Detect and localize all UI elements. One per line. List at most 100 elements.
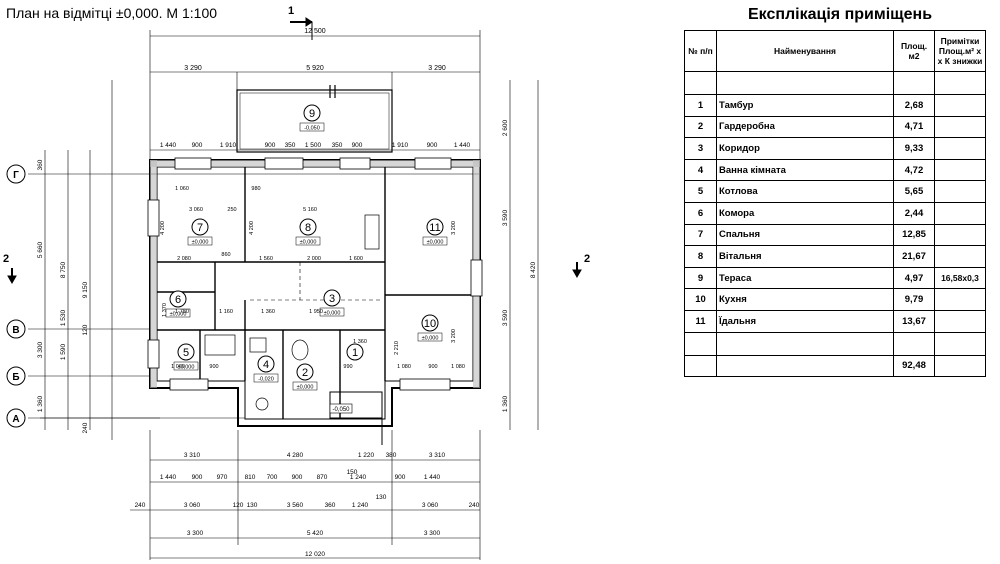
top-dimension-lines xyxy=(149,30,481,160)
legend-header-note: Примітки Площ.м² х х К знижки xyxy=(934,30,986,72)
legend-blank-row xyxy=(684,71,986,95)
dim-bottom-2: 1 440 xyxy=(160,474,177,481)
dim-bottom-2: 900 xyxy=(292,474,303,481)
dim-top-total: 12 500 xyxy=(304,28,326,35)
axis-label-a: А xyxy=(12,414,19,425)
dim-inner: 1 080 xyxy=(397,364,411,370)
dim-inner: 3 060 xyxy=(189,207,203,213)
legend-cell-num: 7 xyxy=(684,223,717,247)
dim-bottom-small: 130 xyxy=(376,494,387,501)
legend-cell-note xyxy=(934,223,986,247)
legend-cell-name: Ванна кімната xyxy=(716,158,894,182)
dim-bottom-3: 120 xyxy=(233,502,244,509)
legend-cell-note xyxy=(934,137,986,160)
dim-bottom-3: 360 xyxy=(325,502,336,509)
dim-top-opening: 900 xyxy=(265,142,276,149)
dim-left: 1 360 xyxy=(37,395,44,412)
dim-top-opening: 1 500 xyxy=(305,142,322,149)
legend-cell-area: 4,71 xyxy=(893,115,935,139)
room-number: 7 xyxy=(197,222,203,234)
dim-bottom-1: 380 xyxy=(386,452,397,459)
legend-header-name: Найменування xyxy=(716,30,894,72)
axis-bubble-a xyxy=(6,408,26,428)
legend-cell-area: 2,68 xyxy=(893,94,935,117)
legend-cell-area: 13,67 xyxy=(893,309,935,333)
room-marker-7: 7±0,000 xyxy=(187,218,213,246)
room-marker-9: 9-0,050 xyxy=(299,104,325,132)
legend-cell-num: 2 xyxy=(684,115,717,139)
bottom-dimension-lines xyxy=(130,430,481,560)
dim-bottom-total: 12 020 xyxy=(305,551,325,558)
dim-inner: 1 600 xyxy=(349,256,363,262)
section-mark-1-label: 1 xyxy=(288,5,294,17)
room-level-box xyxy=(295,236,321,246)
legend-cell-name: Вітальня xyxy=(716,245,894,268)
dim-bottom-3: 1 240 xyxy=(352,502,369,509)
dim-left: 9 150 xyxy=(82,281,89,298)
dim-inner: 1 060 xyxy=(175,186,189,192)
section-mark-1-top: 1 xyxy=(288,5,313,40)
dim-bottom-2: 700 xyxy=(267,474,278,481)
room-number: 9 xyxy=(309,108,315,120)
room-level: ±0,000 xyxy=(178,365,195,371)
dim-bottom-3: 3 560 xyxy=(287,502,304,509)
dim-inner: 1 950 xyxy=(309,309,323,315)
legend-cell-area: 5,65 xyxy=(893,180,935,203)
entrance-porch xyxy=(329,391,383,445)
room-number-circle xyxy=(257,355,275,373)
bathroom-fixtures xyxy=(204,214,380,411)
dim-right: 3 590 xyxy=(502,209,509,226)
dim-bottom-3: 3 060 xyxy=(184,502,201,509)
dim-bottom-1: 3 310 xyxy=(429,452,446,459)
dim-inner: 1 360 xyxy=(261,309,275,315)
legend-total-area: 92,48 xyxy=(893,354,935,378)
room-markers: 12±0,0003±0,0004-0,0205±0,0006±0,0007±0,… xyxy=(165,104,448,391)
porch-level-marker: -0,050 xyxy=(329,403,353,414)
dim-inner: 1 780 xyxy=(175,309,189,315)
dim-top-opening: 900 xyxy=(427,142,438,149)
dim-bottom-3: 3 060 xyxy=(422,502,439,509)
room-marker-4: 4-0,020 xyxy=(253,355,279,383)
room-number-circle xyxy=(169,290,187,308)
dim-bottom-1: 4 280 xyxy=(287,452,304,459)
dim-left: 120 xyxy=(82,324,89,335)
room-level: ±0,000 xyxy=(427,240,444,246)
room-number-circle xyxy=(426,218,444,236)
dim-bottom-2: 1 240 xyxy=(350,474,367,481)
legend-cell-note xyxy=(934,245,986,268)
legend-cell-area: 12,85 xyxy=(893,223,935,247)
dim-bottom-2: 900 xyxy=(192,474,203,481)
legend-blank-row xyxy=(684,331,986,356)
dim-inner: 2 210 xyxy=(394,341,400,355)
legend-cell-num: 4 xyxy=(684,158,717,182)
legend-cell-area: 21,67 xyxy=(893,245,935,268)
dim-inner: 990 xyxy=(343,364,352,370)
dim-inner: 5 160 xyxy=(303,207,317,213)
room-marker-5: 5±0,000 xyxy=(173,343,199,371)
hidden-lines xyxy=(250,262,380,301)
legend-cell-num: 9 xyxy=(684,266,717,290)
dim-top-opening: 350 xyxy=(332,142,343,149)
dim-inner: 900 xyxy=(209,364,218,370)
axis-bubble-g xyxy=(6,164,26,184)
room-number-circle xyxy=(323,289,341,307)
legend-cell-note xyxy=(934,158,986,182)
dim-bottom-3: 240 xyxy=(469,502,480,509)
legend-cell-num: 6 xyxy=(684,201,717,225)
room-level-box xyxy=(299,122,325,132)
section-mark-2-left: 2 xyxy=(3,253,17,285)
dim-bottom-3: 130 xyxy=(247,502,258,509)
section-mark-2-left-label: 2 xyxy=(3,253,9,265)
dim-inner: 2 080 xyxy=(177,256,191,262)
